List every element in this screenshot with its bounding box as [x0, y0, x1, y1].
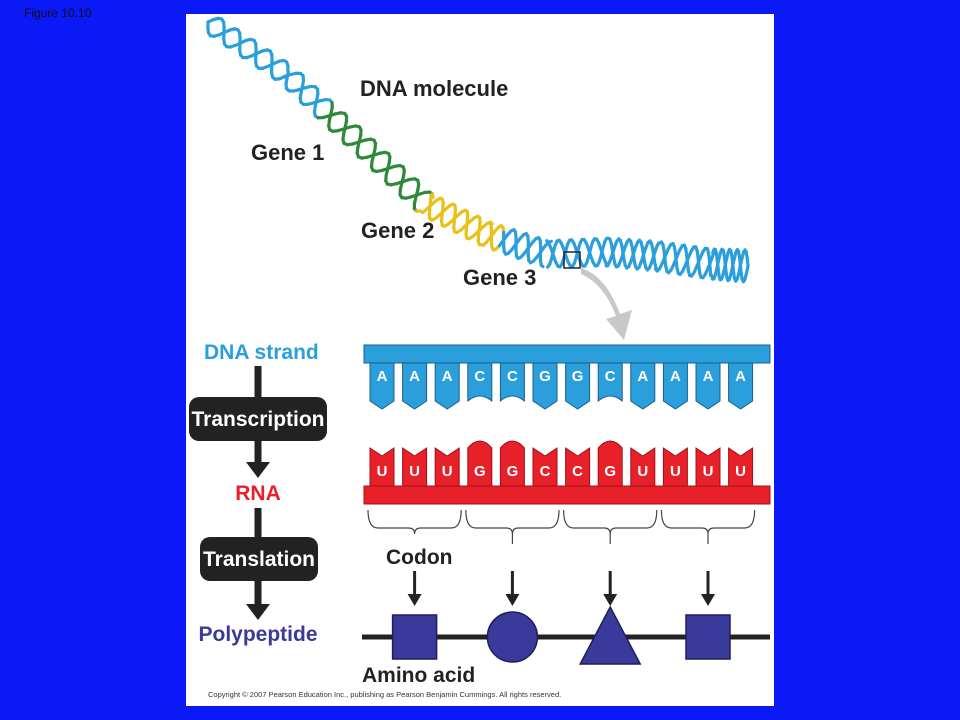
codon-arrow-head [603, 594, 618, 606]
base-peg [402, 447, 428, 487]
amino-acid-square [391, 614, 438, 660]
base-peg [532, 447, 558, 487]
codon-brace [367, 509, 462, 535]
base-peg [597, 440, 623, 487]
base-letter: C [507, 368, 518, 385]
flow-arrowhead-1 [246, 462, 270, 478]
amino-acid-square [685, 614, 731, 660]
base-letter: U [409, 463, 420, 480]
base-peg [695, 362, 721, 410]
base-letter: U [735, 463, 746, 480]
base-letter: A [703, 368, 714, 385]
zoom-box [563, 251, 581, 269]
zoom-arrow-icon [581, 268, 632, 340]
base-letter: C [540, 463, 551, 480]
amino-acids [391, 605, 731, 665]
codon-brace [660, 509, 756, 535]
helix-segment [744, 264, 750, 276]
base-peg [369, 447, 395, 487]
base-peg [467, 440, 493, 487]
base-peg [695, 447, 721, 487]
transcription-label: Transcription [191, 408, 324, 431]
codon-brace [465, 509, 560, 535]
base-letter: A [409, 368, 420, 385]
translation-box [200, 537, 318, 581]
flow-arrowhead-2 [246, 604, 270, 620]
figure-panel: DNA molecule Gene 1 Gene 2 Gene 3 DNA st… [186, 14, 774, 706]
amino-acid-circle [486, 611, 539, 663]
base-peg [565, 447, 591, 487]
base-letter: C [572, 463, 583, 480]
base-letter: A [670, 368, 681, 385]
base-peg [369, 362, 395, 410]
base-letter: C [605, 368, 616, 385]
base-letter: U [670, 463, 681, 480]
base-letter: A [637, 368, 648, 385]
base-peg [597, 362, 623, 403]
gene-expression-diagram: DNA molecule Gene 1 Gene 2 Gene 3 DNA st… [189, 16, 771, 687]
amino-acid-label: Amino acid [362, 664, 475, 687]
base-peg [434, 362, 460, 410]
gene2-label: Gene 2 [361, 218, 434, 243]
base-peg [565, 362, 591, 410]
base-letter: A [735, 368, 746, 385]
base-letter: U [442, 463, 453, 480]
base-peg [532, 362, 558, 410]
figure-label: Figure 10.10 [24, 6, 92, 20]
translation-label: Translation [203, 548, 315, 571]
gene3-label: Gene 3 [463, 265, 536, 290]
base-letter: G [507, 463, 519, 480]
base-letter: G [604, 463, 616, 480]
base-letter: U [637, 463, 648, 480]
transcription-box [189, 397, 327, 441]
base-peg [630, 362, 656, 410]
base-peg [499, 362, 525, 403]
base-letter: G [474, 463, 486, 480]
gene1-label: Gene 1 [251, 140, 324, 165]
base-letter: U [703, 463, 714, 480]
helix-segment [603, 236, 609, 243]
dna-strand-label: DNA strand [204, 341, 319, 364]
codon-arrow-head [505, 594, 520, 606]
codon-groups [367, 509, 756, 606]
base-peg [499, 440, 525, 487]
helix-segment [539, 263, 545, 269]
base-peg [728, 362, 754, 410]
codon-arrow-head [407, 594, 422, 606]
base-letter: G [572, 368, 584, 385]
base-peg [434, 447, 460, 487]
polypeptide-label: Polypeptide [198, 623, 317, 646]
base-letter: C [474, 368, 485, 385]
helix-segment [430, 192, 435, 200]
amino-acid-triangle [578, 605, 642, 665]
copyright-notice: Copyright © 2007 Pearson Education Inc.,… [208, 690, 562, 699]
base-letter: A [442, 368, 453, 385]
base-letter: U [377, 463, 388, 480]
rna-strand-backbone [363, 485, 771, 505]
base-peg [728, 447, 754, 487]
base-letter: G [539, 368, 551, 385]
base-peg [467, 362, 493, 403]
dna-molecule-label: DNA molecule [360, 76, 508, 101]
base-peg [662, 447, 688, 487]
codon-brace [563, 509, 658, 535]
rna-label: RNA [235, 482, 281, 505]
base-peg [630, 447, 656, 487]
base-peg [402, 362, 428, 410]
codon-arrow-head [701, 594, 715, 606]
dna-strand-backbone [363, 344, 771, 364]
base-peg [662, 362, 688, 410]
base-letter: A [377, 368, 388, 385]
codon-label: Codon [386, 546, 452, 569]
